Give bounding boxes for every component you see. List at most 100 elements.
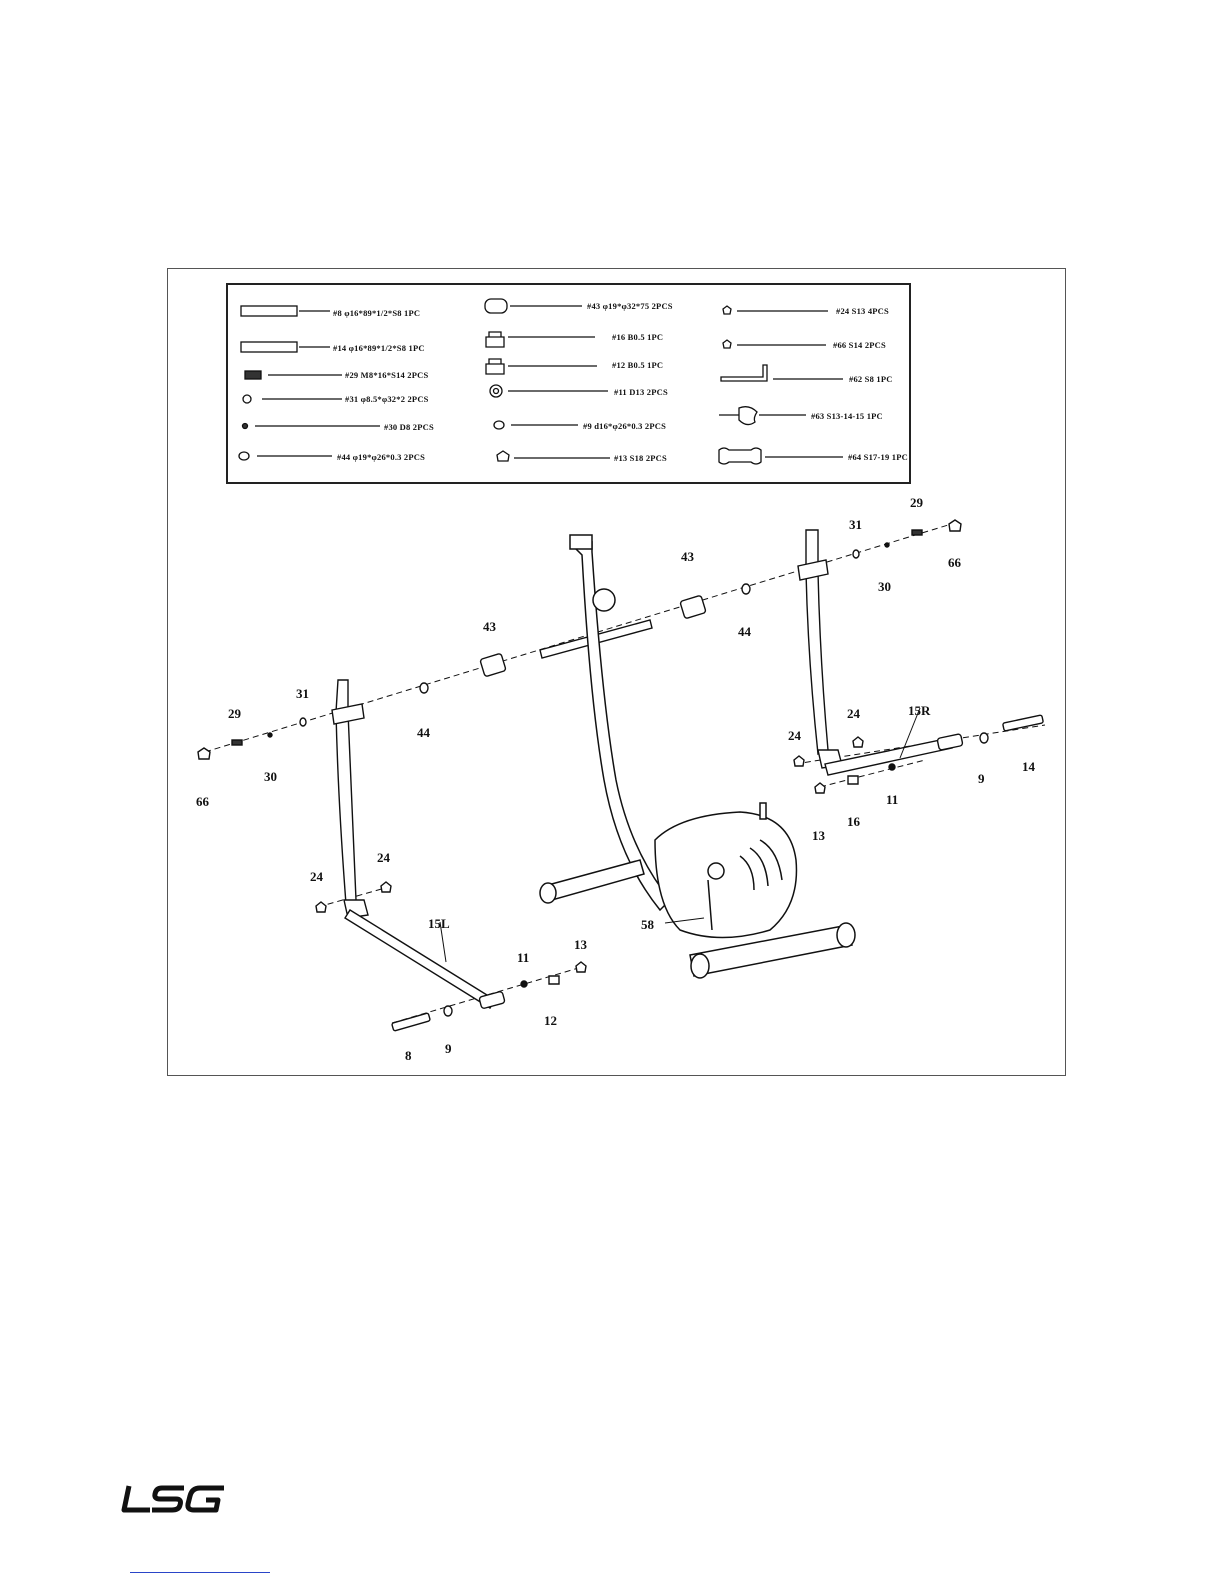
callout-labels: 29 31 30 66 44 43 43 44 31 29 30 66 24 2… bbox=[196, 495, 1036, 1063]
washer-9-right bbox=[979, 732, 989, 744]
hardware-label-16: #16 B0.5 1PC bbox=[612, 332, 664, 342]
crank-arm-58 bbox=[707, 879, 713, 931]
washer-31-left bbox=[299, 717, 307, 727]
bushing-43-icon bbox=[484, 298, 508, 314]
hardware-icons bbox=[238, 298, 843, 465]
washer-44-icon bbox=[238, 451, 250, 461]
callout-15L: 15L bbox=[428, 916, 450, 931]
washer-44-right bbox=[741, 583, 751, 595]
nut-12-icon bbox=[485, 358, 505, 375]
console-mount bbox=[569, 534, 593, 550]
callout-12: 12 bbox=[544, 1013, 557, 1028]
hardware-label-8: #8 φ16*89*1/2*S8 1PC bbox=[333, 308, 421, 318]
washer-30-right bbox=[884, 542, 890, 548]
crank-hub bbox=[707, 862, 725, 880]
tension-knob bbox=[592, 588, 616, 612]
callout-58: 58 bbox=[641, 917, 655, 932]
nut-12-part bbox=[548, 975, 560, 985]
bolt-14-icon bbox=[240, 341, 298, 353]
hardware-label-62: #62 S8 1PC bbox=[849, 374, 893, 384]
footer-link-underline[interactable] bbox=[130, 1572, 270, 1573]
callout-30-left: 30 bbox=[264, 769, 277, 784]
cap-nut-13-icon bbox=[496, 450, 510, 462]
washer-30-left bbox=[267, 732, 273, 738]
callout-43-left: 43 bbox=[483, 619, 497, 634]
cap-nut-66-left bbox=[197, 747, 211, 760]
multi-wrench-63-icon bbox=[719, 406, 758, 426]
nut-16-icon bbox=[485, 331, 505, 348]
callout-24-left-a: 24 bbox=[310, 869, 324, 884]
washer-11-icon bbox=[489, 384, 503, 398]
main-frame bbox=[539, 534, 856, 979]
allen-key-62-icon bbox=[720, 364, 768, 382]
cap-nut-13-right bbox=[814, 782, 826, 794]
right-handlebar bbox=[793, 529, 1044, 794]
callout-15R: 15R bbox=[908, 703, 931, 718]
cap-nut-24-icon bbox=[722, 305, 732, 315]
callout-66-left: 66 bbox=[196, 794, 210, 809]
washer-11-left bbox=[520, 980, 528, 988]
bolt-29-left bbox=[231, 739, 243, 746]
callout-13-left: 13 bbox=[574, 937, 588, 952]
hardware-label-9: #9 d16*φ26*0.3 2PCS bbox=[583, 421, 667, 431]
callout-leaders bbox=[439, 707, 921, 963]
callout-24-right-b: 24 bbox=[847, 706, 861, 721]
lock-washer-30-icon bbox=[241, 422, 249, 430]
callout-30-right: 30 bbox=[878, 579, 891, 594]
callout-16: 16 bbox=[847, 814, 861, 829]
cap-nut-24-left-a bbox=[315, 901, 327, 913]
callout-31-left: 31 bbox=[296, 686, 309, 701]
hardware-list-box bbox=[226, 283, 911, 484]
callout-44-right: 44 bbox=[738, 624, 752, 639]
left-handlebar bbox=[315, 679, 587, 1032]
cap-nut-13-left bbox=[575, 961, 587, 973]
bolt-29-right bbox=[911, 529, 923, 536]
callout-8: 8 bbox=[405, 1048, 412, 1063]
cap-nut-66-right bbox=[948, 519, 962, 532]
hardware-label-64: #64 S17-19 1PC bbox=[848, 452, 908, 462]
flywheel-housing bbox=[654, 811, 798, 939]
washer-31-right bbox=[852, 549, 860, 559]
cap-nut-24-left-b bbox=[380, 881, 392, 893]
axle-line bbox=[204, 521, 1046, 1024]
hardware-label-31: #31 φ8.5*φ32*2 2PCS bbox=[345, 394, 429, 404]
hardware-label-30: #30 D8 2PCS bbox=[384, 422, 434, 432]
bolt-8-icon bbox=[240, 305, 298, 317]
cap-nut-24-right-b bbox=[852, 736, 864, 748]
hardware-label-14: #14 φ16*89*1/2*S8 1PC bbox=[333, 343, 425, 353]
wrench-64-icon bbox=[718, 447, 762, 465]
callout-24-right-a: 24 bbox=[788, 728, 802, 743]
hardware-label-12: #12 B0.5 1PC bbox=[612, 360, 664, 370]
hardware-label-24: #24 S13 4PCS bbox=[836, 306, 889, 316]
lsg-logo bbox=[121, 1485, 224, 1513]
diagram-frame bbox=[167, 268, 1066, 1076]
callout-11-right: 11 bbox=[886, 792, 898, 807]
hardware-label-66: #66 S14 2PCS bbox=[833, 340, 886, 350]
washer-31-icon bbox=[242, 394, 252, 404]
nut-16-part bbox=[847, 775, 859, 785]
callout-43-right: 43 bbox=[681, 549, 695, 564]
callout-11-left: 11 bbox=[517, 950, 529, 965]
hardware-label-13: #13 S18 2PCS bbox=[614, 453, 667, 463]
sensor-post bbox=[759, 802, 767, 820]
washer-9-icon bbox=[493, 420, 505, 430]
bolt-29-icon bbox=[244, 370, 262, 380]
callout-14: 14 bbox=[1022, 759, 1036, 774]
washer-11-right bbox=[888, 763, 896, 771]
callout-44-left: 44 bbox=[417, 725, 431, 740]
front-stabilizer bbox=[547, 859, 645, 901]
hardware-label-43: #43 φ19*φ32*75 2PCS bbox=[587, 301, 673, 311]
callout-24-left-b: 24 bbox=[377, 850, 391, 865]
washer-44-left bbox=[419, 682, 429, 694]
bolt-8-part bbox=[391, 1012, 431, 1032]
hardware-label-11: #11 D13 2PCS bbox=[614, 387, 668, 397]
callout-13-right: 13 bbox=[812, 828, 826, 843]
left-foot-pedal-arm bbox=[344, 909, 496, 1009]
hardware-label-29: #29 M8*16*S14 2PCS bbox=[345, 370, 429, 380]
washer-9-left bbox=[443, 1005, 453, 1017]
bushing-43-right bbox=[679, 595, 707, 619]
callout-29-left: 29 bbox=[228, 706, 242, 721]
callout-9-left: 9 bbox=[445, 1041, 452, 1056]
cap-nut-66-icon bbox=[722, 339, 732, 349]
